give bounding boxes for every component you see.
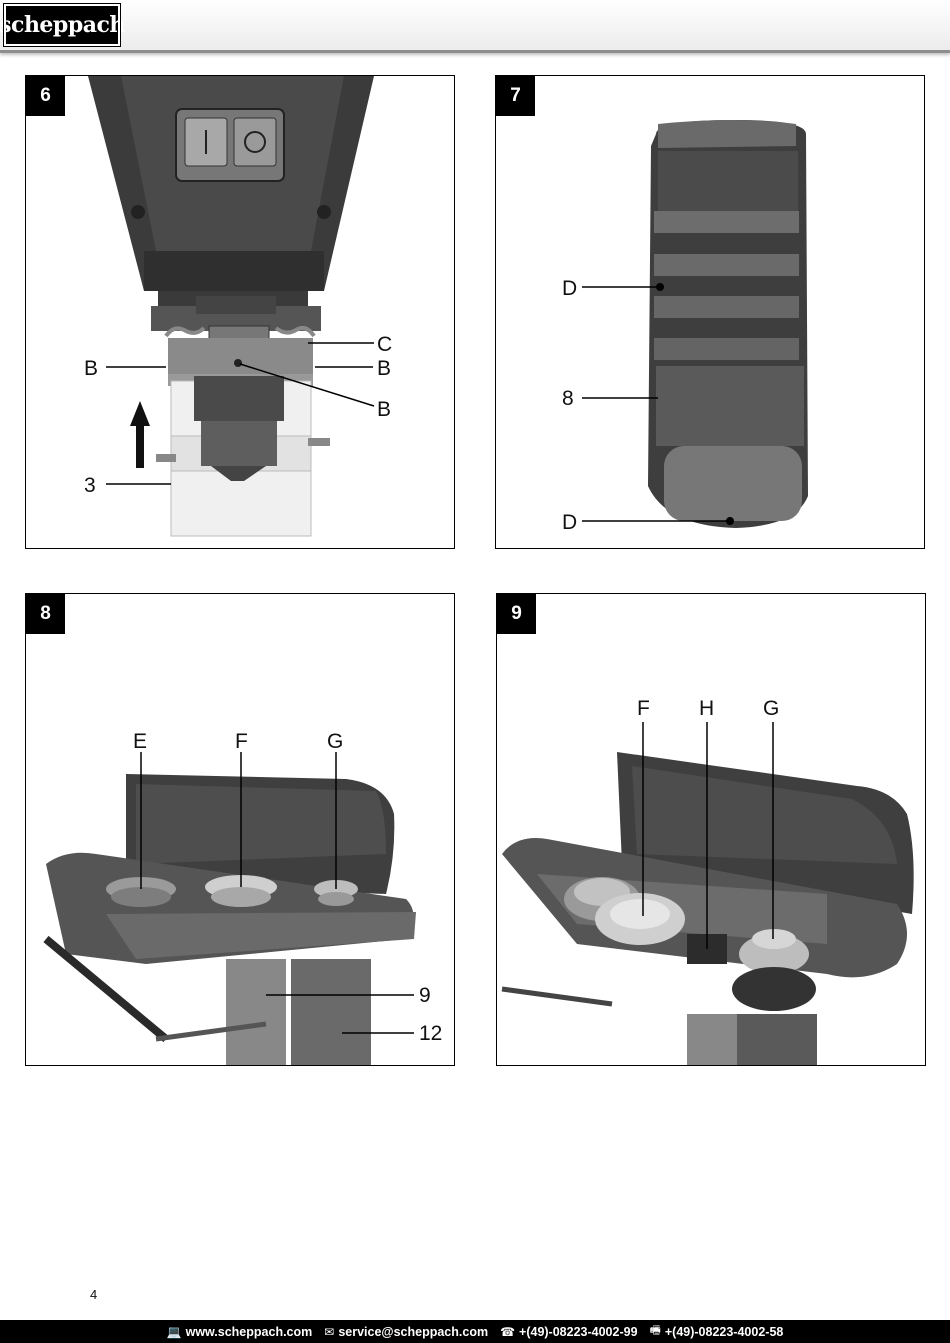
label-c: C <box>377 333 393 356</box>
footer-website[interactable]: 💻 www.scheppach.com <box>167 1325 313 1339</box>
phone-icon: ☎ <box>500 1324 516 1339</box>
figure-number: 7 <box>496 76 535 116</box>
footer-email[interactable]: ✉ service@scheppach.com <box>324 1325 488 1339</box>
figure-number: 8 <box>26 594 65 634</box>
page-header: scheppach <box>0 0 950 53</box>
figure-7: 7 D 8 D <box>495 75 925 549</box>
phone-text: +(49)-08223-4002-99 <box>519 1324 638 1339</box>
figure-8: 8 E F G 9 12 <box>25 593 455 1066</box>
label-g: G <box>763 697 780 720</box>
email-text: service@scheppach.com <box>338 1324 489 1339</box>
page-number: 4 <box>90 1287 98 1302</box>
label-8: 8 <box>562 387 574 410</box>
pulley-set-photo <box>43 752 416 1065</box>
label-d-top: D <box>562 277 578 300</box>
fax-text: +(49)-08223-4002-58 <box>664 1324 784 1339</box>
label-9: 9 <box>419 984 431 1007</box>
figure-number: 6 <box>26 76 65 116</box>
scheppach-logo: scheppach <box>0 3 125 47</box>
label-b-left: B <box>84 357 99 380</box>
figure-9: 9 F H G <box>496 593 926 1066</box>
label-12: 12 <box>419 1022 443 1045</box>
pulley-layout-photo <box>501 722 914 1065</box>
footer-fax: 🖷 +(49)-08223-4002-58 <box>650 1321 784 1342</box>
figure-6: 6 <box>25 75 455 549</box>
mail-icon: ✉ <box>324 1324 335 1339</box>
pulley-cover-photo <box>582 120 808 528</box>
drill-head-chuck-guard-photo <box>88 76 375 537</box>
website-text: www.scheppach.com <box>185 1324 313 1339</box>
computer-icon: 💻 <box>166 1324 182 1339</box>
label-g: G <box>327 730 344 753</box>
label-f: F <box>637 697 650 720</box>
label-3: 3 <box>84 474 96 497</box>
label-d-bottom: D <box>562 511 578 534</box>
footer-phone: ☎ +(49)-08223-4002-99 <box>500 1325 637 1339</box>
label-f: F <box>235 730 248 753</box>
fax-icon: 🖷 <box>649 1323 661 1337</box>
label-h: H <box>699 697 715 720</box>
figure-number: 9 <box>497 594 536 634</box>
page-footer: 💻 www.scheppach.com ✉ service@scheppach.… <box>0 1320 950 1343</box>
label-e: E <box>133 730 148 753</box>
label-b-right: B <box>377 357 392 380</box>
label-b-lower: B <box>377 398 392 421</box>
